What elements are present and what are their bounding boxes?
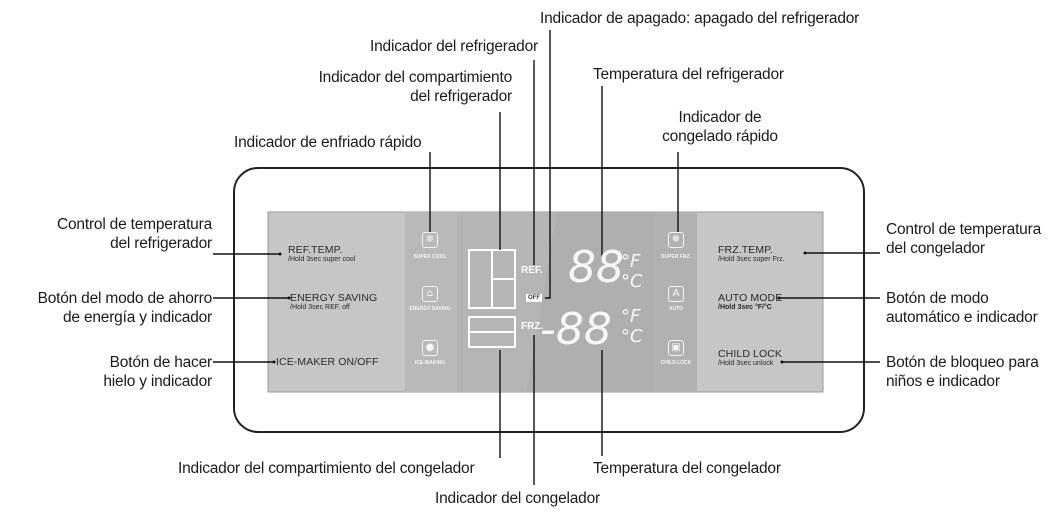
label-off-indicator: Indicador de apagado: apagado del refrig… bbox=[540, 10, 860, 27]
label-line: automático e indicador bbox=[886, 309, 1038, 326]
ice-making-icon: ● bbox=[422, 340, 438, 356]
display-sheen bbox=[527, 212, 697, 392]
auto-mode-label: AUTO MODE bbox=[718, 292, 783, 304]
frz-temp-button[interactable]: FRZ.TEMP. /Hold 3sec super Frz. bbox=[718, 244, 785, 263]
ice-maker-button[interactable]: ICE-MAKER ON/OFF bbox=[276, 356, 379, 368]
auto-icon: A bbox=[668, 286, 684, 302]
label-line: del refrigerador bbox=[110, 235, 212, 252]
label-ref-indicator: Indicador del refrigerador bbox=[370, 38, 538, 55]
energy-saving-sublabel: /Hold 3sec REF. off bbox=[290, 304, 350, 311]
label-ref-compartment: Indicador del compartimiento del refrige… bbox=[290, 68, 513, 106]
label-ref-temp-control: Control de temperatura del refrigerador bbox=[20, 215, 212, 253]
energy-saving-icon: ⌂ bbox=[422, 286, 438, 302]
frz-temperature-display: -88 bbox=[540, 304, 612, 355]
ref-temp-button[interactable]: REF.TEMP. /Hold 3sec super cool bbox=[288, 244, 355, 263]
label-frz-compartment: Indicador del compartimiento del congela… bbox=[178, 460, 475, 477]
ref-temp-sublabel: /Hold 3sec super cool bbox=[288, 256, 356, 263]
energy-saving-icon-label: ENERGY SAVING bbox=[409, 306, 451, 312]
super-frz-icon-label: SUPER FRZ. bbox=[661, 254, 691, 260]
frz-temp-label: FRZ.TEMP. bbox=[718, 244, 773, 256]
ref-temperature-display: 88 bbox=[568, 242, 624, 293]
energy-saving-label: ENERGY SAVING bbox=[290, 292, 378, 304]
label-line: Control de temperatura bbox=[57, 216, 212, 233]
label-line: niños e indicador bbox=[886, 373, 1000, 390]
label-line: Indicador de bbox=[678, 109, 762, 126]
label-frz-indicator: Indicador del congelador bbox=[435, 490, 600, 507]
super-cool-icon: ❄ bbox=[422, 232, 438, 248]
label-auto-mode: Botón de modo automático e indicador bbox=[886, 289, 1038, 327]
frz-unit-f: °F bbox=[621, 306, 641, 327]
child-lock-icon-label: CHILD LOCK bbox=[660, 360, 692, 366]
label-line: del congelador bbox=[886, 240, 985, 257]
label-ref-temperature: Temperatura del refrigerador bbox=[593, 66, 784, 83]
label-line: Control de temperatura bbox=[886, 221, 1041, 238]
auto-icon-label: AUTO bbox=[668, 306, 684, 312]
super-frz-icon: ❅ bbox=[668, 232, 684, 248]
child-lock-label: CHILD LOCK bbox=[718, 348, 783, 360]
label-line: Indicador del compartimiento bbox=[318, 69, 513, 86]
label-super-frz: Indicador de congelado rápido bbox=[650, 108, 790, 146]
label-line: Botón de bloqueo para bbox=[886, 354, 1039, 371]
super-cool-icon-label: SUPER COOL bbox=[413, 254, 447, 260]
off-indicator: OFF bbox=[526, 294, 542, 302]
frz-unit-c: °C bbox=[621, 326, 643, 347]
frz-indicator: FRZ. bbox=[521, 321, 544, 332]
auto-mode-button[interactable]: AUTO MODE /Hold 3sec °F/°C bbox=[718, 292, 782, 311]
label-line: Botón del modo de ahorro bbox=[37, 290, 213, 307]
label-line: Botón de hacer bbox=[109, 354, 213, 371]
label-line: del refrigerador bbox=[410, 88, 512, 105]
panel-right-icon-strip bbox=[655, 212, 697, 392]
label-frz-temperature: Temperatura del congelador bbox=[593, 460, 781, 477]
child-lock-icon: ▣ bbox=[668, 340, 684, 356]
label-line: de energía y indicador bbox=[63, 309, 212, 326]
child-lock-button[interactable]: CHILD LOCK /Hold 3sec unlock bbox=[718, 348, 782, 367]
energy-saving-button[interactable]: ENERGY SAVING /Hold 3sec REF. off bbox=[290, 292, 377, 311]
leader-dots bbox=[272, 251, 807, 364]
label-super-cool: Indicador de enfriado rápido bbox=[234, 134, 422, 151]
label-energy-saving: Botón del modo de ahorro de energía y in… bbox=[0, 289, 213, 327]
frz-temp-sublabel: /Hold 3sec super Frz. bbox=[718, 256, 785, 263]
label-ice-maker: Botón de hacer hielo y indicador bbox=[40, 353, 212, 391]
label-line: hielo y indicador bbox=[103, 373, 212, 390]
ref-unit-f: °F bbox=[621, 251, 641, 272]
ref-indicator: REF. bbox=[521, 265, 543, 276]
auto-mode-sublabel: /Hold 3sec °F/°C bbox=[718, 304, 772, 311]
ice-making-icon-label: ICE-MAKING bbox=[414, 360, 446, 366]
panel-left-icon-strip bbox=[405, 212, 457, 392]
ref-unit-c: °C bbox=[621, 271, 643, 292]
ref-temp-label: REF.TEMP. bbox=[288, 244, 343, 256]
label-line: Botón de modo bbox=[886, 290, 989, 307]
ice-maker-label: ICE-MAKER ON/OFF bbox=[276, 356, 379, 368]
label-frz-temp-control: Control de temperatura del congelador bbox=[886, 220, 1041, 258]
leader-lines bbox=[213, 30, 880, 485]
label-line: congelado rápido bbox=[662, 128, 778, 145]
child-lock-sublabel: /Hold 3sec unlock bbox=[718, 360, 774, 367]
label-child-lock: Botón de bloqueo para niños e indicador bbox=[886, 353, 1039, 391]
